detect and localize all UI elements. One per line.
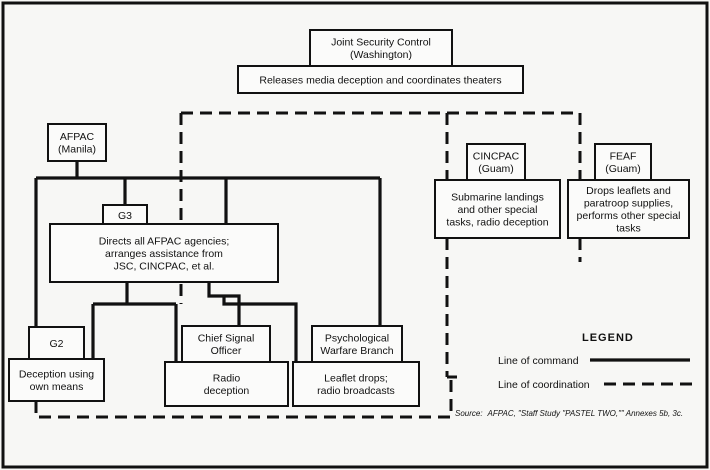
legend-command-label: Line of command (498, 355, 579, 367)
node-text-cso-role: deception (204, 385, 250, 397)
node-cincpac: CINCPAC(Guam) (466, 143, 526, 181)
node-text-afpac: (Manila) (58, 144, 96, 156)
node-text-cso: Officer (211, 345, 242, 357)
node-text-cincpac-role: and other special (458, 204, 538, 216)
node-afpac: AFPAC(Manila) (47, 123, 107, 162)
node-text-feaf: FEAF (610, 151, 637, 163)
node-box-feaf-role (567, 179, 690, 239)
node-jsc: Joint Security Control(Washington) (309, 29, 453, 67)
node-jsc-role: Releases media deception and coordinates… (237, 65, 524, 94)
node-text-afpac: AFPAC (60, 131, 95, 143)
node-text-cso-role: Radio (213, 373, 241, 385)
source-prefix: Source: (455, 409, 483, 418)
node-text-jsc-role: Releases media deception and coordinates… (259, 74, 501, 86)
node-text-cincpac: CINCPAC (473, 151, 520, 163)
node-box-cincpac-role (434, 179, 561, 239)
node-text-jsc: (Washington) (350, 49, 412, 61)
connector-lines (34, 111, 582, 419)
node-g3-role: Directs all AFPAC agencies;arranges assi… (49, 223, 279, 283)
node-box-cso-role (164, 361, 289, 407)
node-box-cincpac (466, 143, 526, 181)
node-box-g3-role (49, 223, 279, 283)
node-pwb-role: Leaflet drops;radio broadcasts (292, 361, 420, 407)
legend: LEGEND Line of command Line of coordinat… (498, 332, 692, 391)
node-text-g2-role: Deception using (19, 369, 94, 381)
node-text-pwb: Warfare Branch (320, 345, 393, 357)
legend-coordination-label: Line of coordination (498, 379, 590, 391)
node-text-g3-role: JSC, CINCPAC, et al. (114, 260, 215, 272)
node-g2: G2 (28, 326, 85, 360)
command-line-11 (222, 296, 298, 362)
node-text-pwb-role: radio broadcasts (317, 385, 395, 397)
node-text-feaf-role: paratroop supplies, (584, 198, 673, 210)
node-text-g2-role: own means (30, 381, 84, 393)
node-text-pwb-role: Leaflet drops; (324, 373, 388, 385)
node-box-g2-role (8, 358, 105, 402)
node-text-jsc: Joint Security Control (331, 37, 431, 49)
node-text-cincpac-role: tasks, radio deception (446, 216, 548, 228)
node-g3: G3 (102, 204, 148, 226)
source-text: AFPAC, "Staff Study "PASTEL TWO,"" Annex… (487, 409, 684, 418)
node-box-pwb (311, 325, 403, 363)
node-text-g3: G3 (118, 210, 132, 222)
node-boxes: Joint Security Control(Washington) Releas… (8, 29, 690, 407)
node-text-g3-role: Directs all AFPAC agencies; (99, 235, 230, 247)
node-feaf: FEAF(Guam) (594, 143, 652, 181)
node-text-cincpac: (Guam) (478, 163, 514, 175)
node-box-afpac (47, 123, 107, 162)
node-text-feaf: (Guam) (605, 163, 641, 175)
node-text-pwb: Psychological (325, 333, 389, 345)
coordination-line-5 (34, 377, 453, 419)
node-box-jsc-role (237, 65, 524, 94)
node-box-cso (181, 325, 271, 363)
source-note: Source: AFPAC, "Staff Study "PASTEL TWO,… (455, 409, 683, 418)
legend-title: LEGEND (582, 332, 634, 344)
node-text-g2: G2 (49, 338, 63, 350)
node-text-feaf-role: tasks (616, 223, 641, 235)
node-box-g2 (28, 326, 85, 360)
node-text-feaf-role: performs other special (577, 210, 681, 222)
node-text-cincpac-role: Submarine landings (451, 191, 544, 203)
node-text-feaf-role: Drops leaflets and (586, 185, 671, 197)
node-text-cso: Chief Signal (198, 333, 255, 345)
node-text-g3-role: arranges assistance from (105, 248, 223, 260)
node-box-pwb-role (292, 361, 420, 407)
